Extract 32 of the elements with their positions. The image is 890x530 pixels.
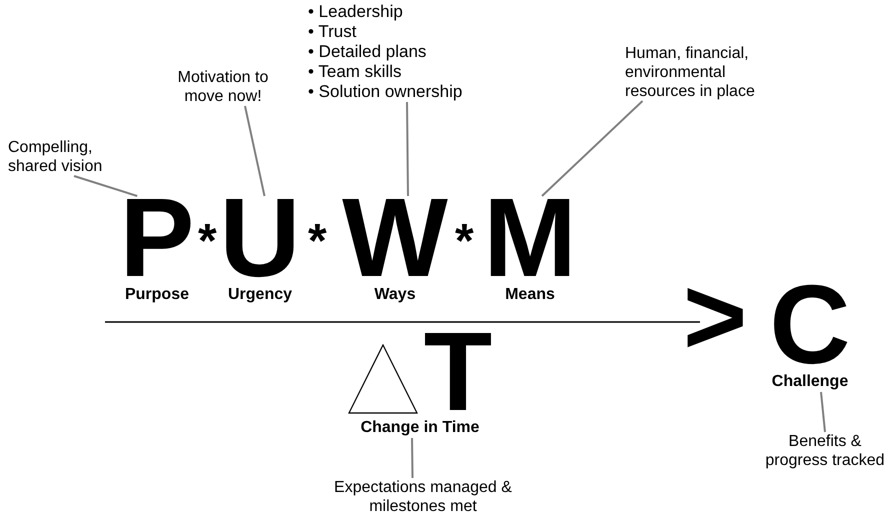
- leader-line: [820, 392, 826, 432]
- leader-line: [406, 102, 409, 196]
- variable-letter: C: [770, 283, 850, 367]
- variable-letter: P: [120, 196, 194, 280]
- term-label: Purpose: [124, 285, 190, 305]
- operator-symbol: *: [308, 218, 327, 266]
- variable-letter: U: [220, 196, 300, 280]
- variable-letter: T: [424, 330, 492, 414]
- term-label: Urgency: [226, 285, 294, 305]
- bullet-item: • Team skills: [308, 62, 402, 82]
- operator-symbol: *: [455, 218, 474, 266]
- term-label: Challenge: [770, 372, 850, 392]
- annotation-text: Benefits & progress tracked: [762, 432, 888, 470]
- annotation-text: Compelling, shared vision: [8, 138, 128, 176]
- variable-letter: W: [342, 196, 448, 280]
- leader-line: [74, 175, 138, 197]
- annotation-text: Expectations managed & milestones met: [318, 478, 528, 516]
- bullet-item: • Trust: [308, 22, 358, 42]
- leader-line: [411, 438, 414, 478]
- annotation-text: Motivation to move now!: [168, 68, 278, 106]
- bullet-item: • Solution ownership: [308, 82, 464, 102]
- variable-letter: M: [483, 196, 577, 280]
- operator-symbol: *: [198, 218, 217, 266]
- operator-symbol: >: [683, 262, 748, 372]
- term-label: Means: [504, 285, 556, 305]
- bullet-item: • Leadership: [308, 2, 404, 22]
- bullet-item: • Detailed plans: [308, 42, 428, 62]
- term-label: Change in Time: [360, 418, 480, 438]
- leader-line: [244, 106, 266, 196]
- annotation-text: Human, financial, environmental resources in place: [625, 44, 800, 101]
- term-label: Ways: [373, 285, 417, 305]
- leader-line: [541, 100, 644, 197]
